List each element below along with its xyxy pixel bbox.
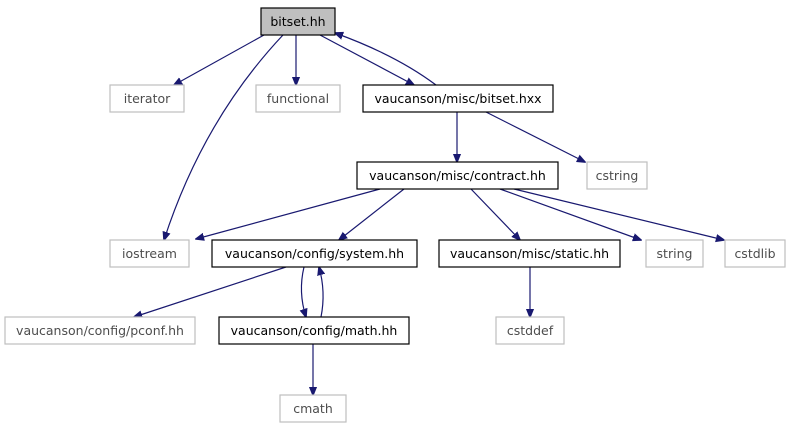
node-box	[211, 239, 418, 268]
node-box	[279, 394, 347, 423]
edge-contract-hh-to-iostream	[196, 188, 381, 239]
edge-bitset-hh-to-iterator	[174, 34, 265, 85]
node-label: iostream	[122, 246, 177, 261]
nodes-layer: bitset.hh iterator functional vaucanson/mis…	[4, 7, 786, 423]
node-system-hh[interactable]: vaucanson/config/system.hh	[211, 239, 418, 268]
node-box	[362, 84, 554, 113]
node-label: vaucanson/misc/static.hh	[450, 246, 609, 261]
edge-contract-hh-to-cstdlib	[513, 188, 724, 240]
node-box	[495, 316, 565, 345]
node-bitset-hxx[interactable]: vaucanson/misc/bitset.hxx	[362, 84, 554, 113]
node-box	[356, 161, 559, 190]
node-label: vaucanson/config/pconf.hh	[16, 323, 184, 338]
edges-layer	[134, 33, 724, 395]
node-box	[255, 84, 341, 113]
node-label: cstddef	[507, 323, 554, 338]
edge-contract-hh-to-system-hh	[339, 188, 405, 240]
node-cstdlib: cstdlib	[724, 239, 786, 268]
node-label: functional	[267, 91, 329, 106]
node-box	[109, 239, 190, 268]
edge-bitset-hxx-to-bitset-hh	[335, 33, 437, 86]
node-box	[4, 316, 196, 345]
edge-system-hh-to-math-hh	[301, 266, 306, 317]
node-label: string	[657, 246, 693, 261]
node-pconf-hh: vaucanson/config/pconf.hh	[4, 316, 196, 345]
node-label: vaucanson/config/system.hh	[225, 246, 404, 261]
edge-contract-hh-to-static-hh	[470, 188, 520, 240]
node-iterator: iterator	[109, 84, 185, 113]
node-label: cstdlib	[734, 246, 775, 261]
node-label: vaucanson/misc/bitset.hxx	[374, 91, 541, 106]
node-bitset-hh[interactable]: bitset.hh	[260, 7, 336, 36]
node-iostream: iostream	[109, 239, 190, 268]
node-label: bitset.hh	[270, 14, 325, 29]
node-box	[218, 316, 410, 345]
node-box	[724, 239, 786, 268]
node-cmath: cmath	[279, 394, 347, 423]
node-label: vaucanson/config/math.hh	[231, 323, 398, 338]
edge-system-hh-to-pconf-hh	[134, 266, 287, 317]
node-string: string	[645, 239, 704, 268]
node-math-hh[interactable]: vaucanson/config/math.hh	[218, 316, 410, 345]
node-label: iterator	[124, 91, 171, 106]
node-cstring: cstring	[586, 161, 648, 190]
node-label: cmath	[293, 401, 333, 416]
node-functional: functional	[255, 84, 341, 113]
edge-contract-hh-to-string	[499, 188, 641, 240]
node-cstddef: cstddef	[495, 316, 565, 345]
node-box	[645, 239, 704, 268]
edge-math-hh-to-system-hh	[319, 267, 323, 318]
node-static-hh[interactable]: vaucanson/misc/static.hh	[438, 239, 621, 268]
node-contract-hh[interactable]: vaucanson/misc/contract.hh	[356, 161, 559, 190]
edge-bitset-hh-to-iostream	[164, 34, 284, 240]
node-label: cstring	[596, 168, 639, 183]
node-label: vaucanson/misc/contract.hh	[369, 168, 546, 183]
node-box	[109, 84, 185, 113]
node-box	[586, 161, 648, 190]
node-box	[438, 239, 621, 268]
edge-bitset-hxx-to-cstring	[485, 111, 585, 162]
node-box	[260, 7, 336, 36]
edge-bitset-hh-to-bitset-hxx	[319, 34, 414, 85]
